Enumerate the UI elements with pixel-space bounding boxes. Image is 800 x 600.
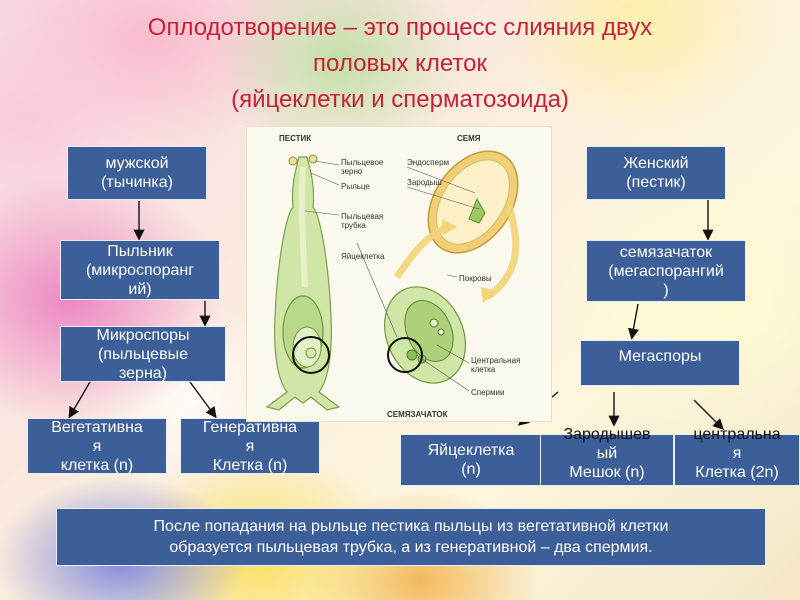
- title-line-1: Оплодотворение – это процесс слияния дву…: [40, 10, 760, 46]
- fig-label-pollen-tube-2: трубка: [341, 221, 366, 230]
- fig-label-pollen-tube-1: Пыльцевая: [341, 212, 383, 221]
- box-central-line-3: Клетка (2n): [693, 463, 780, 482]
- summary-line-1: После попадания на рыльце пестика пыльцы…: [154, 516, 669, 537]
- summary-box: После попадания на рыльце пестика пыльцы…: [56, 508, 766, 566]
- box-generative-cell: Генеративна я Клетка (n): [180, 418, 320, 474]
- ovule-drawing: [369, 274, 480, 397]
- slide-title: Оплодотворение – это процесс слияния дву…: [40, 10, 760, 118]
- summary-line-2: образуется пыльцевая трубка, а из генера…: [154, 537, 669, 558]
- box-female-line-1: Женский: [623, 154, 688, 173]
- fig-heading-ovule: СЕМЯЗАЧАТОК: [387, 410, 448, 419]
- box-central-line-1: центральна: [693, 425, 780, 444]
- box-microspores-line-1: Микроспоры: [96, 326, 189, 345]
- fertilization-figure: ПЕСТИК СЕМЯ СЕМЯЗАЧАТОК Пыльцевое зерно …: [246, 126, 552, 422]
- box-embryo-sac-line-2: ый: [563, 444, 650, 463]
- box-anther-line-3: ий): [86, 280, 194, 299]
- box-embryo-sac-line-3: Мешок (n): [563, 463, 650, 482]
- box-vegetative-line-1: Вегетативна: [51, 418, 143, 437]
- box-egg-line-2: (n): [428, 460, 515, 479]
- fig-label-central-cell-2: клетка: [471, 365, 496, 374]
- box-embryo-sac-line-1: Зародышев: [563, 425, 650, 444]
- fig-label-sperms: Спермии: [471, 388, 504, 397]
- box-generative-line-3: Клетка (n): [203, 456, 297, 475]
- box-female-pistil: Женский (пестик): [586, 146, 726, 200]
- box-central-line-2: я: [693, 444, 780, 463]
- box-male-line-2: (тычинка): [101, 173, 173, 192]
- fig-label-endosperm: Эндосперм: [407, 158, 449, 167]
- box-anther: Пыльник (микроспоранг ий): [60, 240, 220, 300]
- pistil-drawing: [267, 155, 339, 410]
- fertilization-illustration: ПЕСТИК СЕМЯ СЕМЯЗАЧАТОК Пыльцевое зерно …: [247, 127, 553, 423]
- box-egg-cell: Яйцеклетка (n): [400, 434, 542, 486]
- box-vegetative-line-2: я: [51, 437, 143, 456]
- box-male-stamen: мужской (тычинка): [67, 146, 207, 200]
- box-ovule-line-2: (мегаспорангий: [608, 262, 724, 281]
- box-microspores-line-2: (пыльцевые: [96, 345, 189, 364]
- fig-label-pollen-grain-1: Пыльцевое: [341, 158, 384, 167]
- box-vegetative-line-3: клетка (n): [51, 456, 143, 475]
- box-central-cell: центральна я Клетка (2n): [674, 434, 800, 486]
- box-megaspores-label: Мегаспоры: [619, 347, 702, 366]
- box-megaspores: Мегаспоры: [580, 340, 740, 386]
- box-embryo-sac: Зародышев ый Мешок (n): [540, 434, 674, 486]
- box-female-line-2: (пестик): [623, 173, 688, 192]
- box-vegetative-cell: Вегетативна я клетка (n): [27, 418, 167, 474]
- fig-heading-seed: СЕМЯ: [457, 134, 481, 143]
- arrow-ovule-to-megaspores: [632, 304, 638, 337]
- box-anther-line-2: (микроспоранг: [86, 261, 194, 280]
- box-egg-line-1: Яйцеклетка: [428, 441, 515, 460]
- arrow-microspores-to-vegetative: [70, 382, 90, 416]
- title-line-3: (яйцеклетки и сперматозоида): [40, 82, 760, 118]
- fig-label-embryo: Зародыш: [407, 178, 442, 187]
- fig-heading-pistil: ПЕСТИК: [279, 134, 311, 143]
- fig-label-coat: Покровы: [459, 274, 492, 283]
- box-microspores-line-3: зерна): [96, 364, 189, 383]
- box-ovule-line-1: семязачаток: [608, 243, 724, 262]
- title-line-2: половых клеток: [40, 46, 760, 82]
- fig-label-stigma: Рыльце: [341, 182, 370, 191]
- box-anther-line-1: Пыльник: [86, 242, 194, 261]
- fig-label-egg-cell: Яйцеклетка: [341, 252, 385, 261]
- box-generative-line-2: я: [203, 437, 297, 456]
- box-ovule: семязачаток (мегаспорангий ): [586, 240, 746, 302]
- arrow-microspores-to-generative: [190, 382, 215, 416]
- fig-label-pollen-grain-2: зерно: [341, 167, 363, 176]
- box-ovule-line-3: ): [608, 281, 724, 300]
- box-male-line-1: мужской: [101, 154, 173, 173]
- fig-label-central-cell-1: Центральная: [471, 356, 520, 365]
- box-microspores: Микроспоры (пыльцевые зерна): [60, 326, 226, 382]
